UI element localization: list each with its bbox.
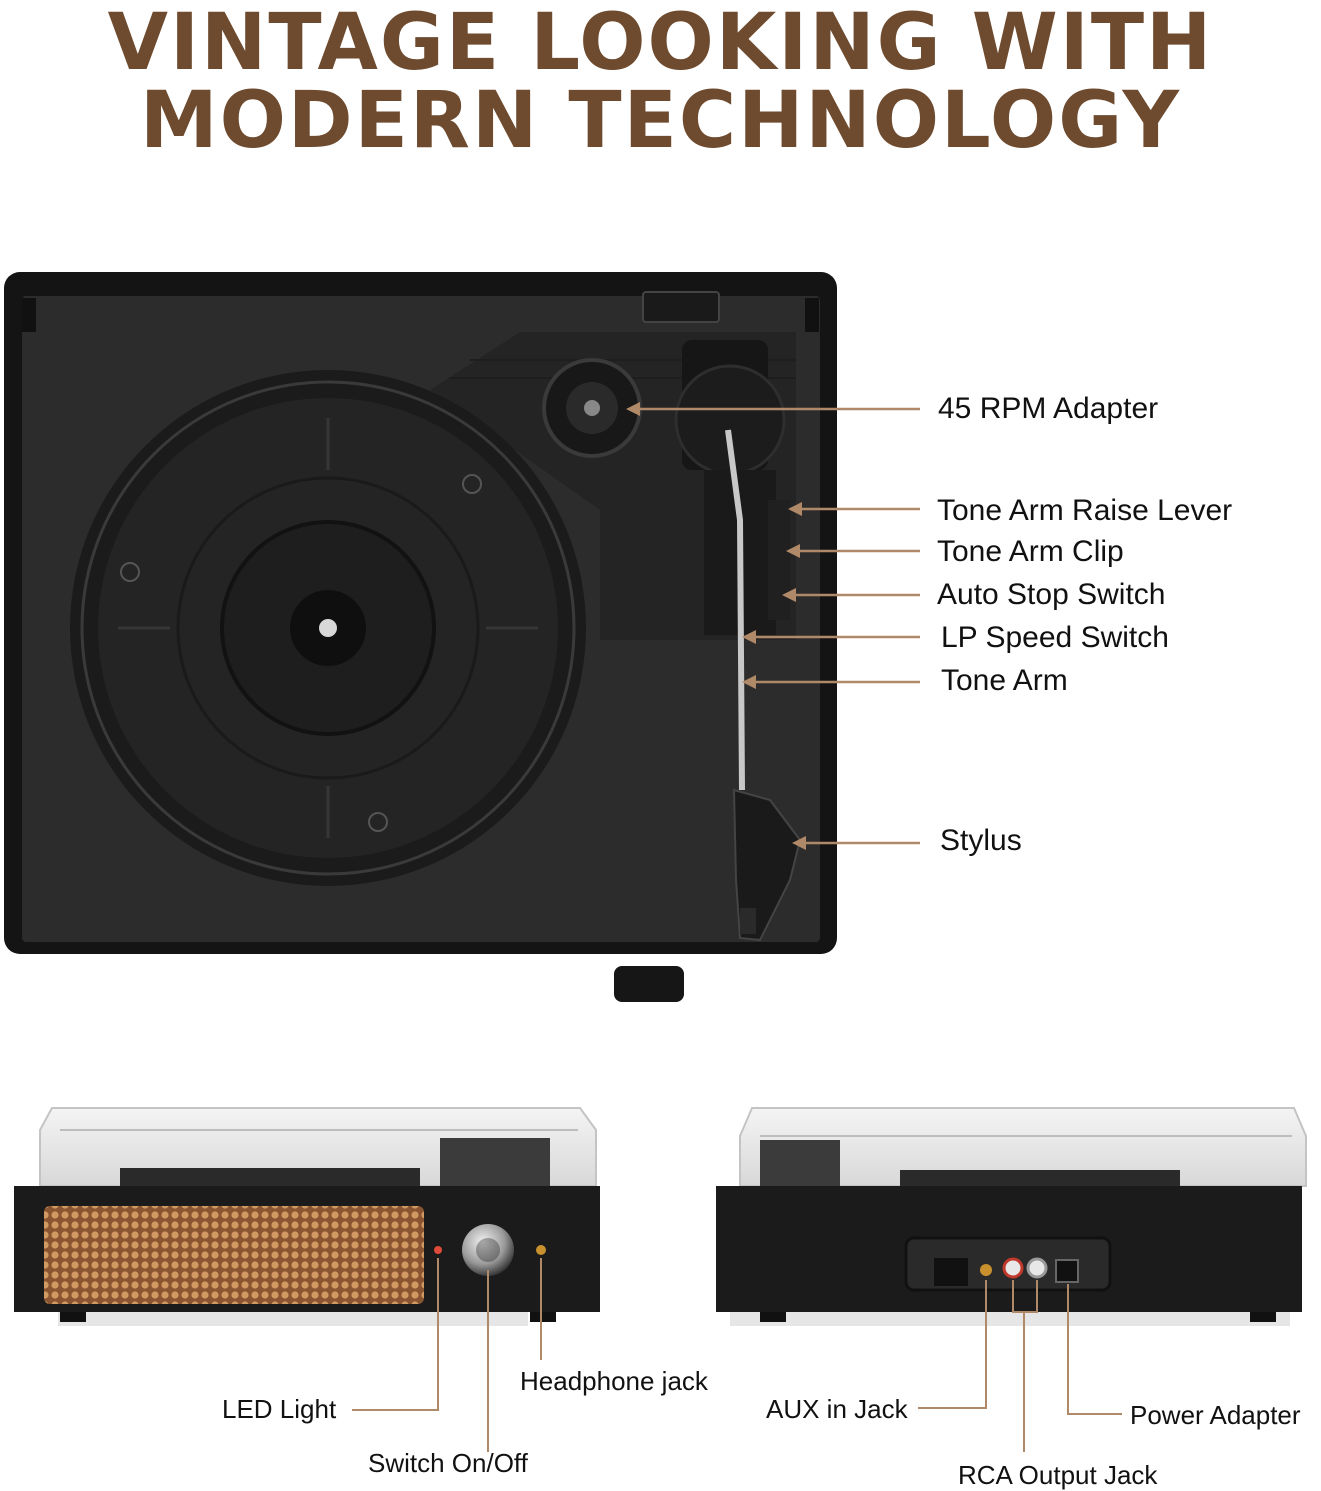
label-led-light: LED Light [222,1394,337,1424]
label-stylus: Stylus [940,824,1022,857]
label-tone-arm: Tone Arm [941,664,1068,697]
top-view [4,272,837,1002]
label-tone-arm-clip: Tone Arm Clip [937,535,1124,568]
front-view [14,1107,600,1326]
headline-line-2: MODERN TECHNOLOGY [139,76,1182,166]
label-power-adapter: Power Adapter [1130,1400,1301,1430]
label-lp-speed-switch: LP Speed Switch [941,621,1169,654]
label-auto-stop-switch: Auto Stop Switch [937,578,1166,611]
label-rca-output-jack: RCA Output Jack [958,1460,1158,1490]
top-view-callouts [626,402,920,850]
label-switch-on-off: Switch On/Off [368,1448,528,1478]
label-headphone-jack: Headphone jack [520,1366,708,1396]
back-view [716,1107,1307,1326]
headline-line-1: VINTAGE LOOKING WITH [107,0,1214,88]
front-view-callouts [352,1258,542,1452]
label-tone-arm-raise-lever: Tone Arm Raise Lever [937,494,1233,527]
label-aux-in-jack: AUX in Jack [766,1394,908,1424]
back-view-callouts [918,1280,1122,1452]
label-45-rpm-adapter: 45 RPM Adapter [938,392,1159,425]
